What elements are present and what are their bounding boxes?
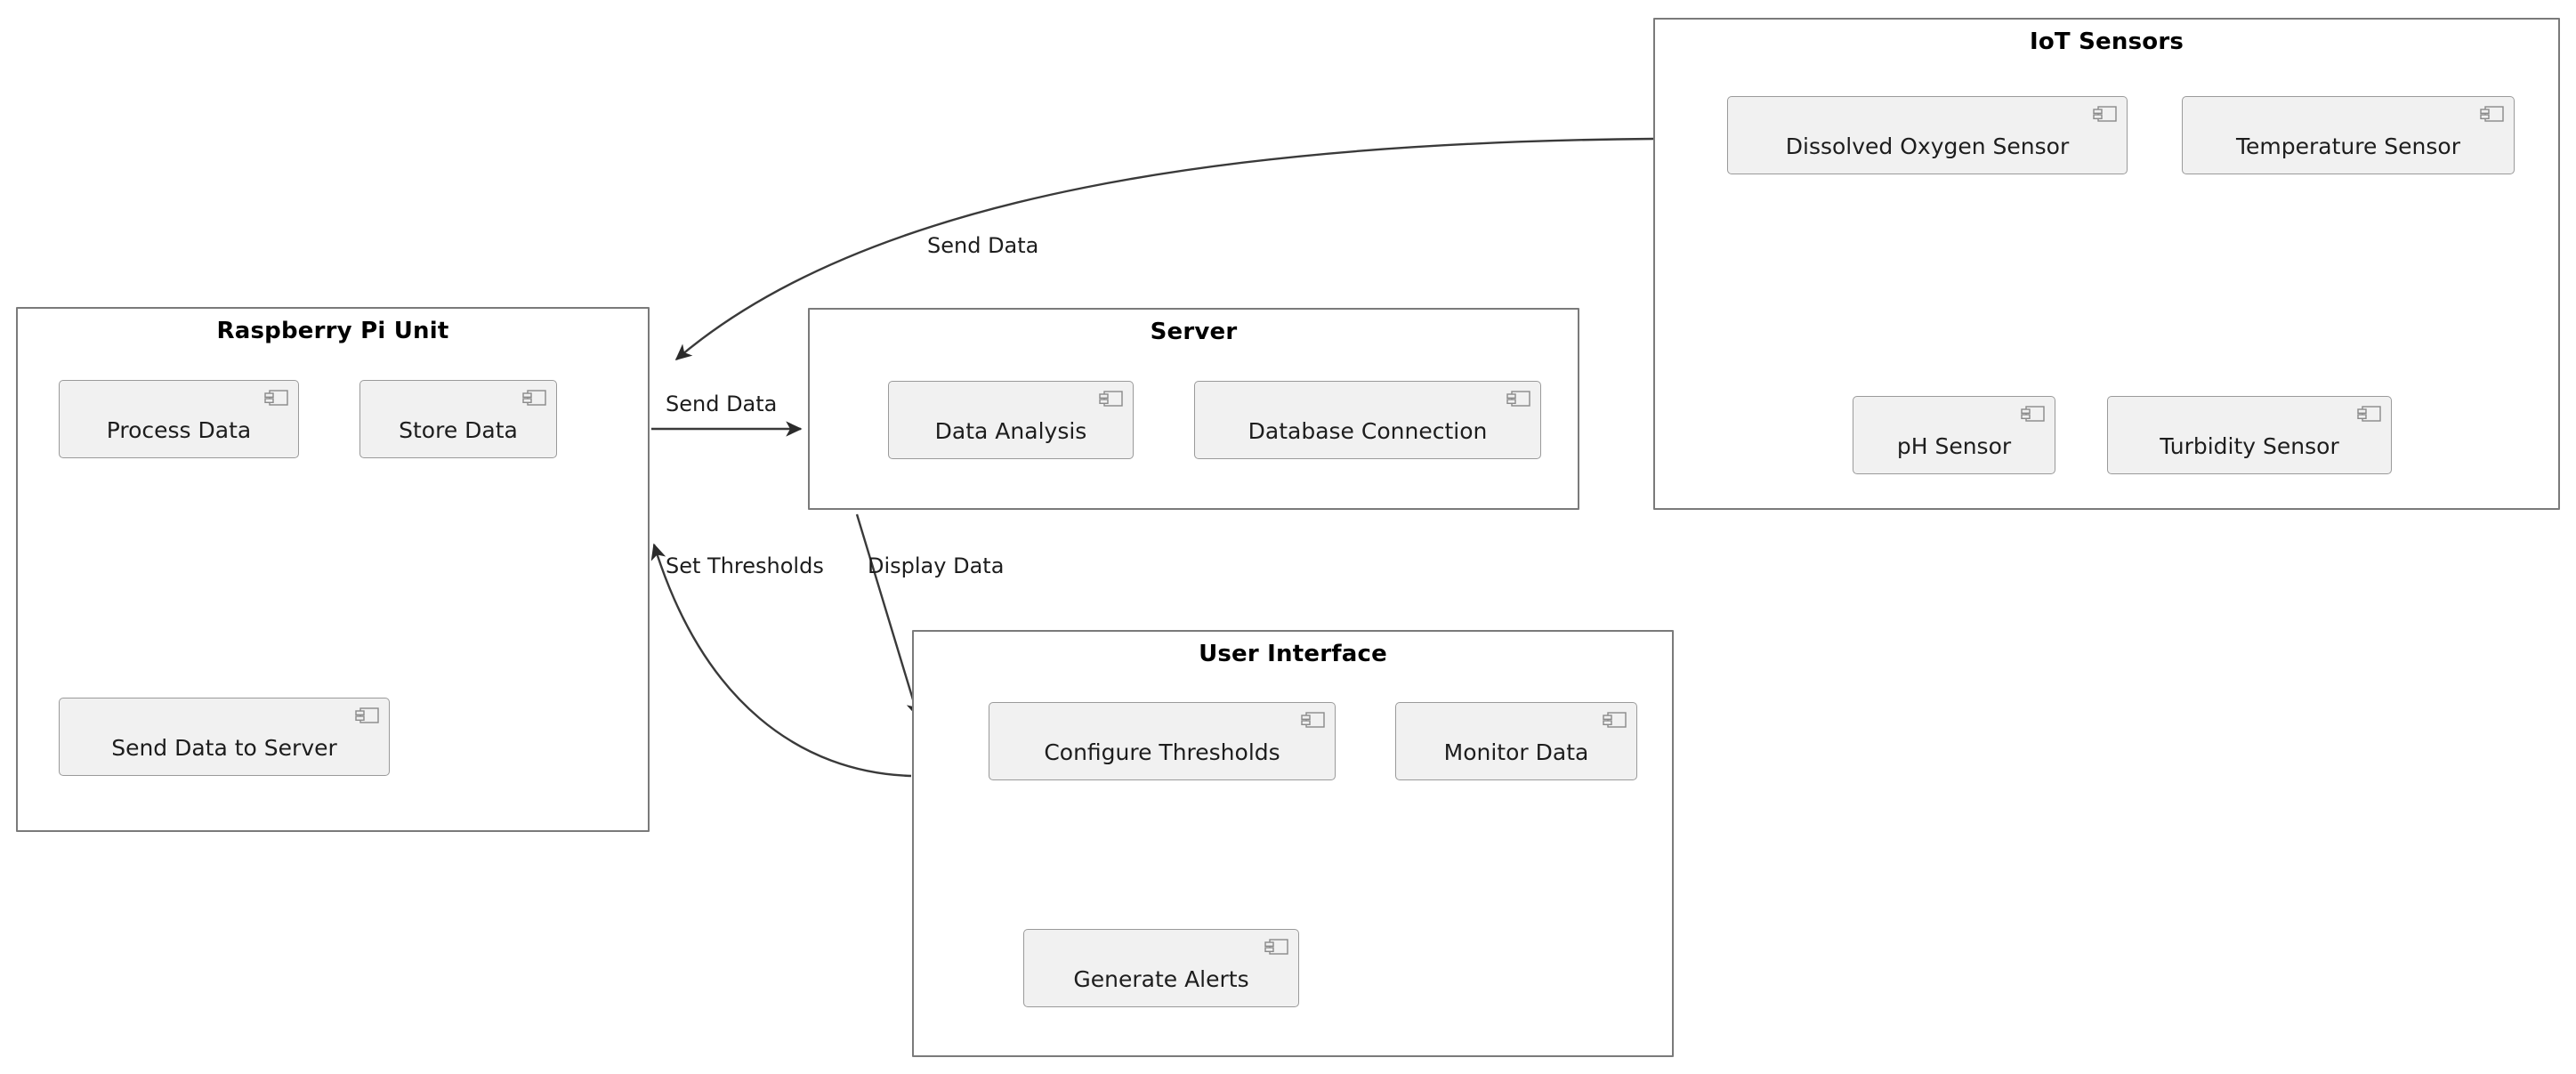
component-label: Generate Alerts — [1073, 966, 1249, 992]
component-label: Temperature Sensor — [2235, 133, 2460, 159]
component-configure-thresholds[interactable]: Configure Thresholds — [989, 702, 1336, 780]
component-turbidity-sensor[interactable]: Turbidity Sensor — [2107, 396, 2392, 474]
component-icon — [1506, 391, 1530, 407]
component-icon — [1264, 939, 1288, 955]
component-label: Monitor Data — [1443, 739, 1589, 765]
component-monitor-data[interactable]: Monitor Data — [1395, 702, 1637, 780]
component-temperature-sensor[interactable]: Temperature Sensor — [2182, 96, 2515, 174]
component-dissolved-oxygen-sensor[interactable]: Dissolved Oxygen Sensor — [1727, 96, 2128, 174]
edge-label-server-to-ui: Display Data — [868, 553, 1005, 578]
package-server[interactable]: Server Data Analysis Database Connection — [808, 308, 1579, 510]
edge-label-ui-to-pi: Set Thresholds — [666, 553, 824, 578]
component-database-connection[interactable]: Database Connection — [1194, 381, 1541, 459]
component-label: Process Data — [106, 417, 252, 443]
component-icon — [355, 707, 379, 723]
component-ph-sensor[interactable]: pH Sensor — [1853, 396, 2055, 474]
component-icon — [2357, 406, 2381, 422]
component-icon — [264, 390, 288, 406]
component-process-data[interactable]: Process Data — [59, 380, 299, 458]
edge-label-iot-to-pi: Send Data — [927, 233, 1039, 258]
component-generate-alerts[interactable]: Generate Alerts — [1023, 929, 1299, 1007]
component-label: Database Connection — [1248, 418, 1488, 444]
component-icon — [1603, 712, 1627, 728]
package-user-interface[interactable]: User Interface Configure Thresholds Moni… — [912, 630, 1674, 1057]
package-title-user-interface: User Interface — [1199, 641, 1387, 667]
component-label: Store Data — [399, 417, 518, 443]
component-data-analysis[interactable]: Data Analysis — [888, 381, 1134, 459]
component-label: Dissolved Oxygen Sensor — [1785, 133, 2070, 159]
component-icon — [2021, 406, 2045, 422]
component-label: Configure Thresholds — [1044, 739, 1280, 765]
component-store-data[interactable]: Store Data — [359, 380, 557, 458]
component-icon — [1301, 712, 1325, 728]
component-label: Send Data to Server — [111, 735, 337, 761]
edge-server-to-ui — [855, 513, 922, 719]
component-icon — [2093, 106, 2117, 122]
package-title-raspberry-pi-unit: Raspberry Pi Unit — [216, 318, 449, 344]
package-title-server: Server — [1150, 319, 1238, 345]
component-icon — [2480, 106, 2504, 122]
package-title-iot-sensors: IoT Sensors — [2029, 28, 2184, 55]
edge-ui-to-pi — [650, 543, 912, 778]
component-label: pH Sensor — [1896, 433, 2012, 459]
component-icon — [522, 390, 546, 406]
package-raspberry-pi-unit[interactable]: Raspberry Pi Unit Process Data Store Dat… — [16, 307, 650, 832]
package-iot-sensors[interactable]: IoT Sensors Dissolved Oxygen Sensor Temp… — [1653, 18, 2560, 510]
component-label: Data Analysis — [934, 418, 1087, 444]
component-send-data-to-server[interactable]: Send Data to Server — [59, 698, 390, 776]
component-icon — [1099, 391, 1123, 407]
edge-label-pi-to-server: Send Data — [666, 392, 778, 416]
component-label: Turbidity Sensor — [2160, 433, 2339, 459]
